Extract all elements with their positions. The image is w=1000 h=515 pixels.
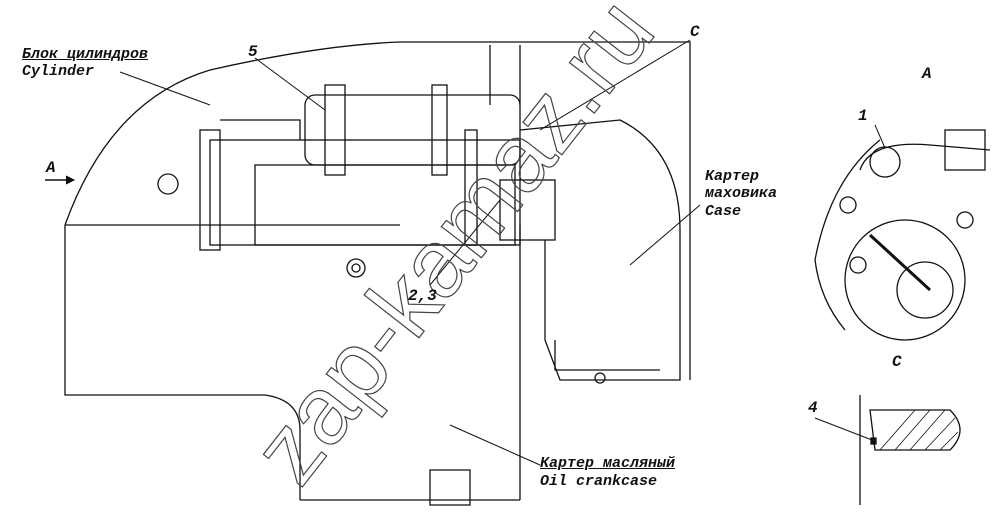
cylinder-block-outline	[64, 41, 691, 501]
view-a-title: A	[922, 65, 932, 83]
view-c-detail	[814, 395, 961, 505]
callout-2-3: 2,3	[408, 287, 437, 305]
label-cylinder-block-en: Cylinder	[22, 63, 95, 80]
flywheel-case-outline	[489, 45, 681, 384]
label-oil-crankcase-en: Oil crankcase	[540, 473, 658, 490]
view-a-detail	[814, 124, 991, 341]
view-a-arrow-label: A	[46, 159, 56, 177]
callout-1: 1	[858, 107, 868, 125]
callout-5: 5	[248, 43, 258, 61]
leader-lines	[45, 39, 701, 466]
label-cylinder-block-ru: Блок цилиндров	[22, 46, 149, 63]
watermark: zap-kamaz.ru	[232, 0, 674, 503]
label-flywheel-case-ru-2: маховика	[705, 185, 778, 202]
callout-c: C	[690, 23, 700, 41]
label-oil-crankcase-ru: Картер масляный	[540, 455, 676, 472]
starter-motor	[157, 84, 556, 506]
callout-4: 4	[808, 399, 818, 417]
label-flywheel-case-en: Case	[705, 203, 742, 220]
view-c-title: C	[892, 353, 902, 371]
label-flywheel-case-ru-1: Картер	[705, 168, 760, 185]
